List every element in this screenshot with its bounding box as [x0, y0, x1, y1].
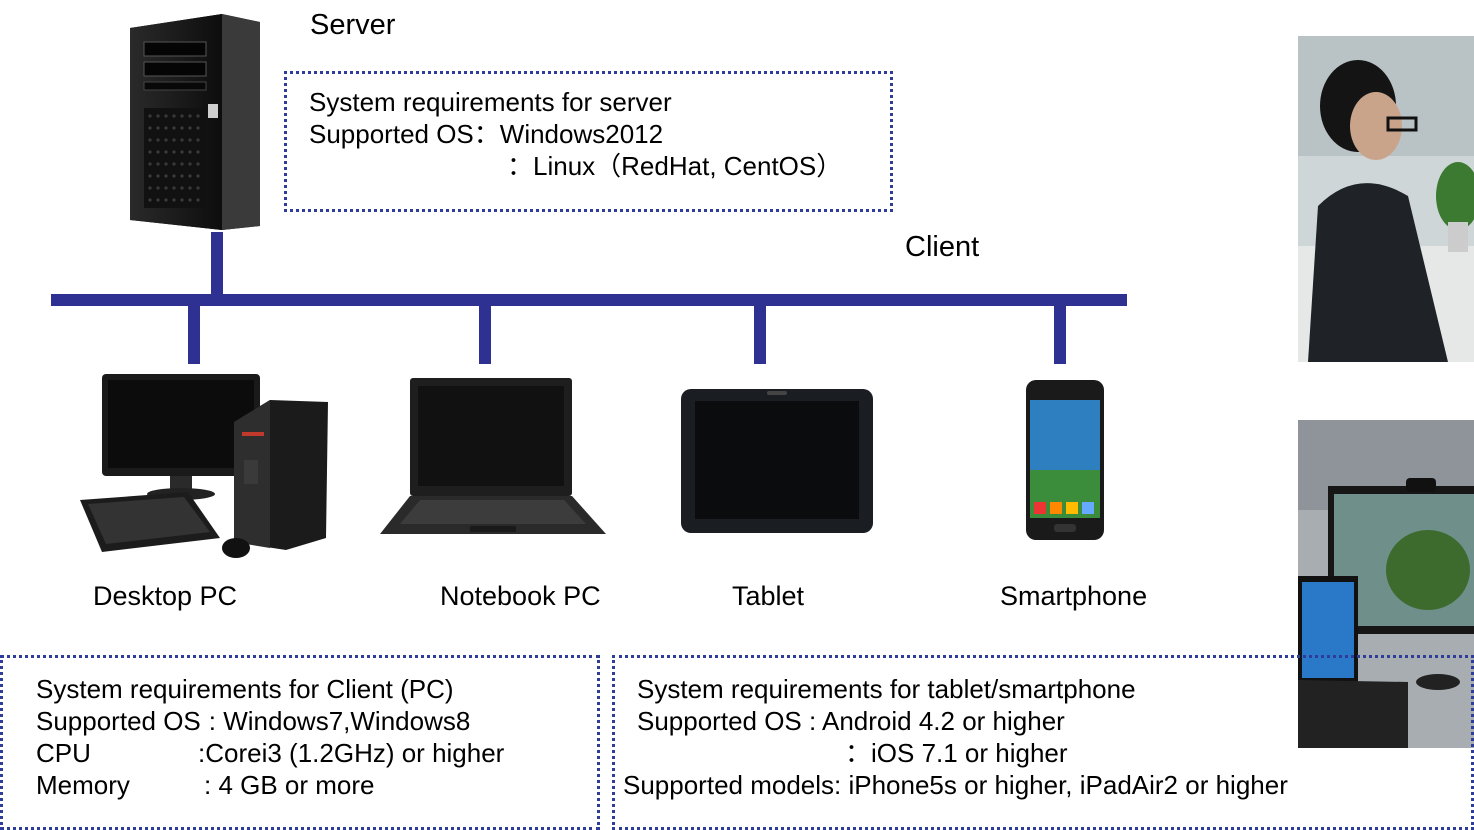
- server-os-windows: Supported OS：Windows2012: [309, 119, 664, 149]
- pc-os-label: Supported OS: [36, 706, 201, 736]
- notebook-connector-line: [479, 306, 491, 364]
- desktop-pc-icon: [58, 370, 333, 570]
- tablet-icon: [679, 385, 875, 537]
- client-label: Client: [905, 231, 980, 263]
- video-call-setup-photo: [1298, 420, 1474, 748]
- mobile-supported-models: Supported models: iPhone5s or higher, iP…: [623, 770, 1288, 800]
- server-label: Server: [310, 9, 396, 41]
- server-connector-line: [211, 232, 223, 296]
- user-at-pc-photo: [1298, 36, 1474, 362]
- smartphone-connector-line: [1054, 306, 1066, 364]
- pc-requirements-title: System requirements for Client (PC): [36, 674, 454, 704]
- pc-cpu-value: :Corei3 (1.2GHz) or higher: [198, 738, 505, 768]
- server-requirements-box: System requirements for server Supported…: [284, 71, 893, 212]
- device-label-notebook: Notebook PC: [440, 581, 601, 611]
- mobile-os-android: Supported OS : Android 4.2 or higher: [637, 706, 1065, 736]
- tablet-connector-line: [754, 306, 766, 364]
- pc-requirements-box: System requirements for Client (PC) Supp…: [0, 655, 600, 830]
- smartphone-icon: [1024, 378, 1106, 542]
- server-os-linux: ：Linux（RedHat, CentOS）: [507, 151, 843, 181]
- notebook-pc-icon: [380, 378, 606, 538]
- device-label-smartphone: Smartphone: [1000, 581, 1148, 611]
- desktop-connector-line: [188, 306, 200, 364]
- pc-os-value: : Windows7,Windows8: [208, 706, 471, 736]
- server-icon: [122, 8, 267, 232]
- pc-cpu-label: CPU: [36, 738, 91, 768]
- mobile-requirements-title: System requirements for tablet/smartphon…: [637, 674, 1136, 704]
- server-requirements-title: System requirements for server: [309, 87, 672, 117]
- device-label-desktop: Desktop PC: [93, 581, 238, 611]
- network-bus-line: [51, 294, 1127, 306]
- mobile-os-ios: ：iOS 7.1 or higher: [845, 738, 1068, 768]
- mobile-requirements-box: System requirements for tablet/smartphon…: [612, 655, 1474, 830]
- device-label-tablet: Tablet: [732, 581, 805, 611]
- pc-memory-label: Memory: [36, 770, 130, 800]
- pc-memory-value: : 4 GB or more: [204, 770, 375, 800]
